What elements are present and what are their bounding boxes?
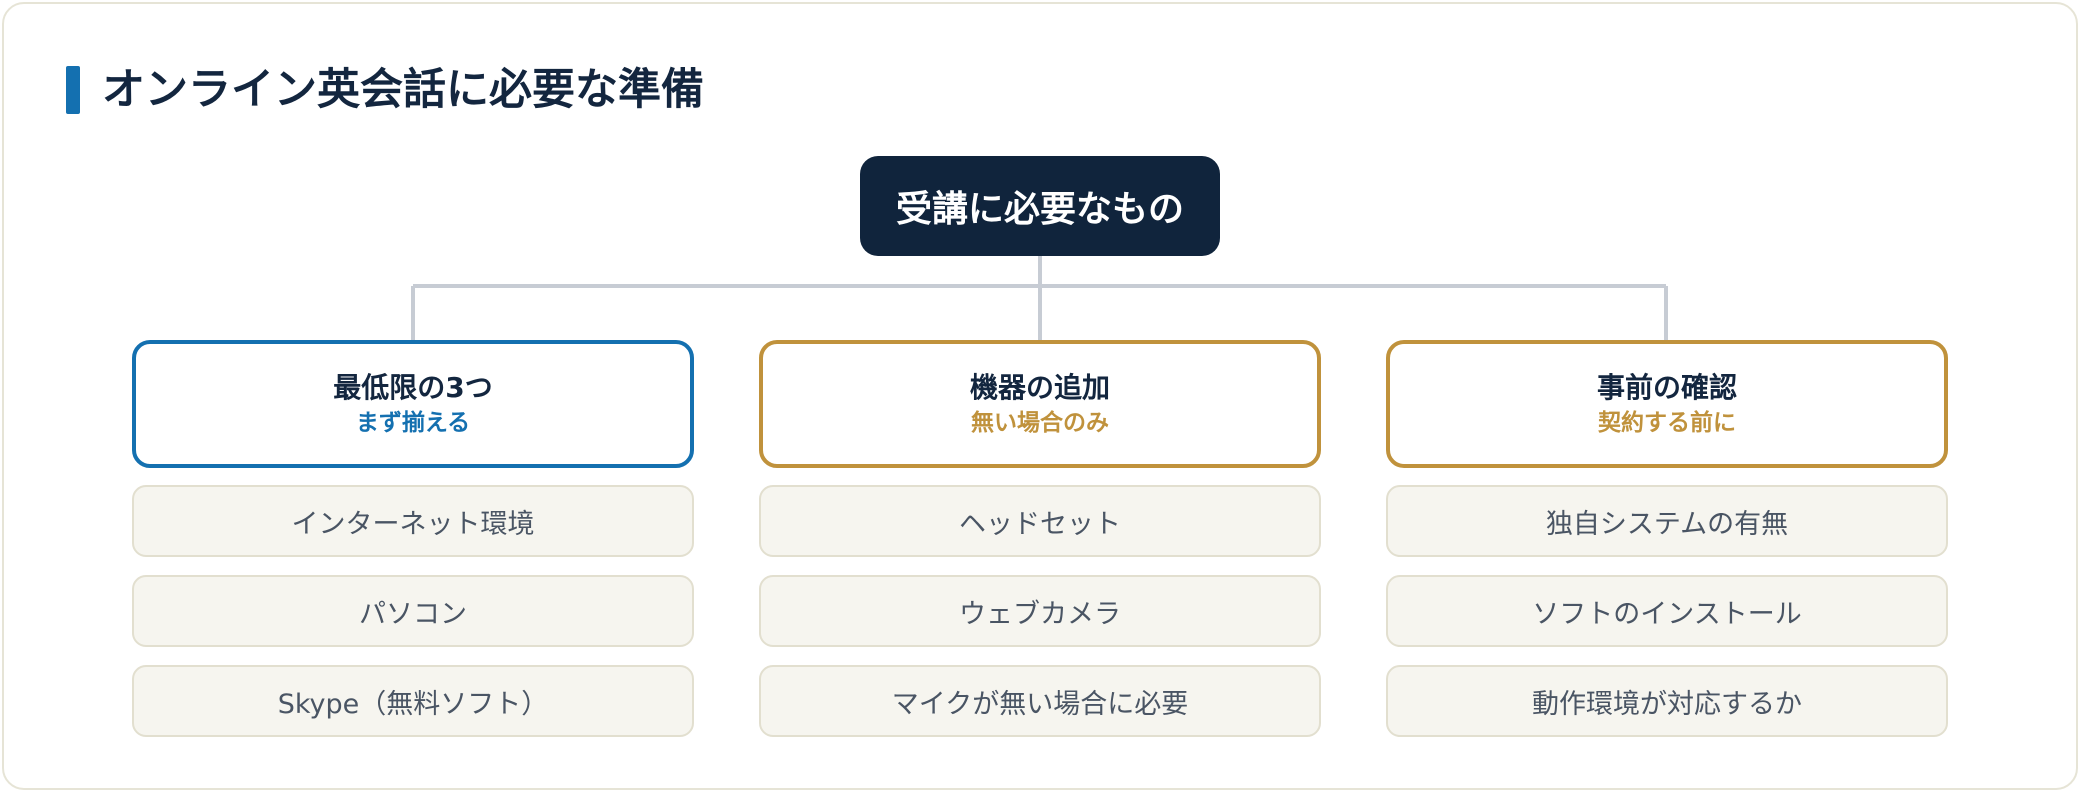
list-item: 動作環境が対応するか xyxy=(1386,665,1948,737)
branch-title: 最低限の3つ xyxy=(333,371,493,404)
list-item: インターネット環境 xyxy=(132,485,694,557)
branch-subtitle: まず揃える xyxy=(355,410,471,436)
branch-head-minimum: 最低限の3つ まず揃える xyxy=(132,340,694,468)
branch-head-precheck: 事前の確認 契約する前に xyxy=(1386,340,1948,468)
page-title: オンライン英会話に必要な準備 xyxy=(102,65,704,115)
list-item: Skype（無料ソフト） xyxy=(132,665,694,737)
list-item: ソフトのインストール xyxy=(1386,575,1948,647)
list-item: パソコン xyxy=(132,575,694,647)
branch-head-equipment: 機器の追加 無い場合のみ xyxy=(759,340,1321,468)
branch-subtitle: 無い場合のみ xyxy=(971,410,1109,436)
title-accent-bar xyxy=(66,66,80,114)
branch-title: 機器の追加 xyxy=(969,371,1110,404)
list-item: ウェブカメラ xyxy=(759,575,1321,647)
branch-subtitle: 契約する前に xyxy=(1598,410,1736,436)
list-item: 独自システムの有無 xyxy=(1386,485,1948,557)
list-item: ヘッドセット xyxy=(759,485,1321,557)
list-item: マイクが無い場合に必要 xyxy=(759,665,1321,737)
branch-title: 事前の確認 xyxy=(1596,371,1737,404)
root-node: 受講に必要なもの xyxy=(860,156,1220,256)
